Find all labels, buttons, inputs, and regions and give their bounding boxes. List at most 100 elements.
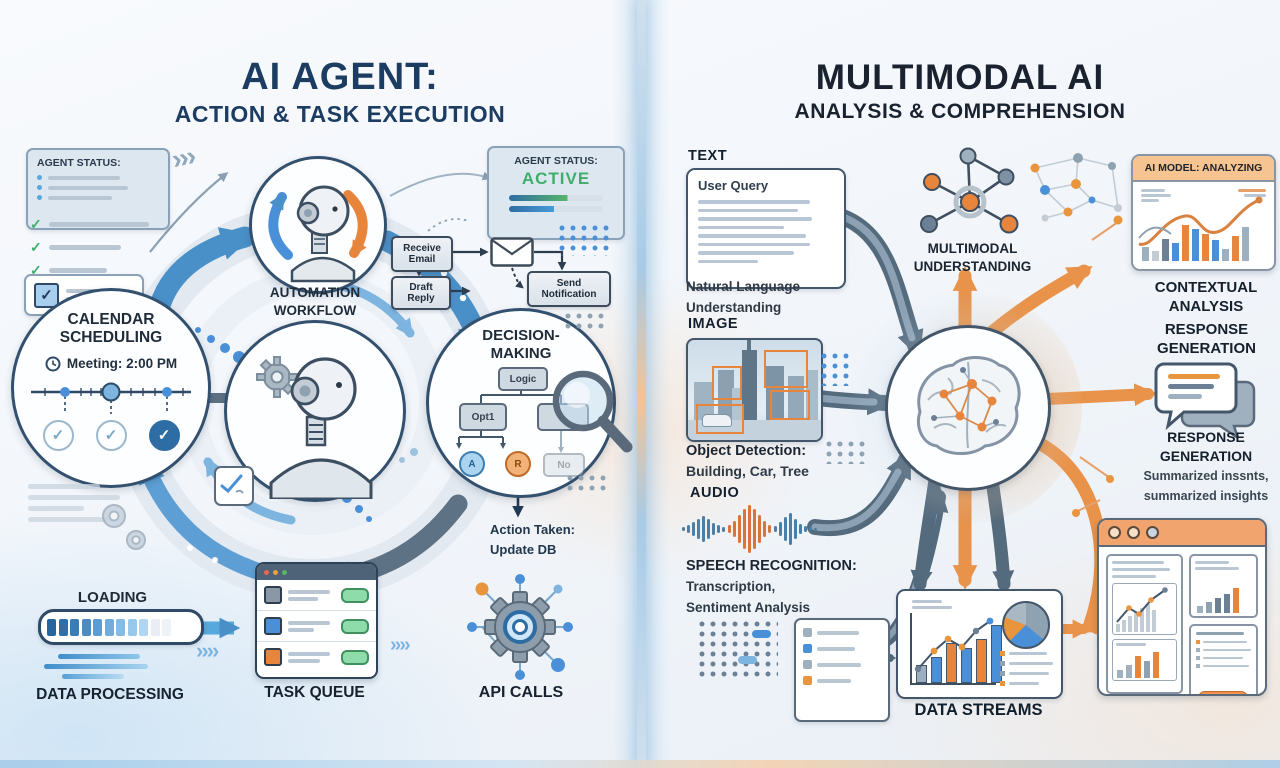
dot-grid	[564, 312, 604, 332]
decision-making-circle: DECISION- MAKING Logic Opt1 A R No	[426, 308, 633, 498]
dot-grid	[825, 440, 869, 464]
check-icon: ✓	[30, 216, 42, 232]
text-section-label: TEXT	[688, 148, 728, 164]
checked-checkbox-icon: ✓	[34, 282, 59, 308]
data-pill	[752, 630, 771, 638]
note-card-icon	[214, 466, 254, 506]
agent-hub-circle	[224, 320, 406, 502]
image-section-label: IMAGE	[688, 316, 739, 332]
bbox-building	[712, 366, 742, 400]
data-pill	[738, 656, 757, 664]
meeting-row: Meeting: 2:00 PM	[14, 356, 208, 372]
check-circle-icon: ✓	[95, 419, 127, 451]
task-status-square	[264, 617, 282, 635]
check-row: ✓	[30, 216, 170, 233]
reject-node: R	[505, 451, 531, 477]
chevrons-processing: ››››	[196, 638, 219, 663]
city-image-card	[686, 338, 823, 442]
status-progress-bar	[509, 195, 603, 201]
panel-divider	[637, 0, 646, 768]
user-query-card: User Query	[686, 168, 846, 289]
bbox-car	[696, 404, 744, 434]
draft-reply-box: Draft Reply	[391, 276, 451, 310]
right-title: MULTIMODAL AI ANALYSIS & COMPREHENSION	[760, 58, 1160, 124]
clock-icon	[45, 356, 61, 372]
check-row: ✓	[30, 262, 170, 279]
ds-text-lines	[1000, 651, 1053, 686]
automation-robot-icon	[268, 185, 368, 283]
calendar-checks: ✓ ✓ ✓	[14, 419, 208, 451]
window-dot	[1127, 526, 1140, 539]
calendar-title: CALENDAR SCHEDULING	[59, 311, 163, 347]
gear-decor-icon	[102, 504, 146, 550]
status-row	[37, 185, 159, 190]
mini-chart-card	[1189, 554, 1258, 618]
right-title-line1: MULTIMODAL AI	[815, 58, 1105, 97]
left-title-line2: ACTION & TASK EXECUTION	[174, 101, 506, 127]
contextual-analysis-label: CONTEXTUAL ANALYSIS	[1154, 279, 1258, 316]
dot-grid	[566, 474, 608, 492]
loading-label: LOADING	[77, 589, 148, 606]
automation-workflow-circle	[249, 156, 387, 294]
envelope-icon	[490, 237, 534, 267]
magnifier-icon	[552, 370, 633, 453]
check-icon: ✓	[30, 239, 42, 255]
check-icon: ✓	[30, 262, 42, 278]
data-streams-card	[896, 589, 1063, 699]
query-text-lines	[698, 200, 834, 263]
task-row	[257, 611, 376, 642]
window-dot-green	[282, 569, 287, 575]
audio-caption: SPEECH RECOGNITION: Transcription, Senti…	[686, 558, 857, 615]
task-done-pill	[341, 649, 369, 665]
bbox-building2	[764, 350, 808, 388]
summary-card	[1189, 624, 1258, 694]
dot-grid	[820, 352, 854, 386]
stream-checklist-card	[794, 618, 890, 722]
receive-email-box: Receive Email	[391, 236, 453, 272]
image-caption: Object Detection: Building, Car, Tree	[686, 443, 809, 479]
text-caption: Natural Language Understanding	[686, 279, 801, 315]
multimodal-hub-circle	[885, 325, 1051, 491]
bullet-icon	[37, 185, 42, 190]
check-circle-filled-icon: ✓	[148, 419, 180, 451]
faded-log-list	[28, 484, 120, 522]
decision-tree-lines	[456, 387, 564, 453]
ai-model-chart	[1133, 182, 1274, 267]
agent-status-active-label: AGENT STATUS:	[514, 155, 598, 167]
api-gear-icon	[467, 574, 573, 680]
ai-model-header: AI MODEL: ANALYZING	[1133, 156, 1274, 182]
no-box: No	[543, 453, 585, 477]
action-taken-label: Action Taken: Update DB	[490, 522, 575, 557]
calendar-scheduling-circle: CALENDAR SCHEDULING Meeting: 2:00 PM ✓ ✓…	[11, 288, 211, 488]
send-notification-box: Send Notification	[527, 271, 611, 307]
data-streams-label: DATA STREAMS	[914, 701, 1043, 719]
status-row	[37, 195, 159, 200]
hub-robot-icon	[256, 356, 373, 499]
loading-progress-bar	[38, 609, 204, 645]
status-row	[37, 175, 159, 180]
window-dot-yellow	[273, 569, 278, 575]
bullet-icon	[37, 175, 42, 180]
task-done-pill	[341, 618, 369, 634]
task-status-square	[264, 586, 282, 604]
user-query-title: User Query	[698, 178, 769, 193]
bullet-icon	[37, 195, 42, 200]
action-button-pill	[1198, 691, 1248, 694]
chevrons-queue: ››››	[390, 634, 411, 656]
check-row: ✓	[30, 239, 170, 256]
response-generation-heading: RESPONSE GENERATION	[1157, 321, 1256, 358]
window-titlebar	[1099, 520, 1265, 547]
meeting-time: Meeting: 2:00 PM	[66, 356, 178, 372]
task-queue-card	[255, 562, 378, 679]
audio-section-label: AUDIO	[690, 485, 740, 501]
left-title: AI AGENT: ACTION & TASK EXECUTION	[130, 56, 550, 128]
brain-icon	[916, 356, 1021, 455]
dot-grid	[698, 620, 778, 678]
audio-waveform-icon	[682, 505, 817, 553]
left-title-line1: AI AGENT:	[241, 56, 439, 98]
bbox-tree	[770, 390, 810, 420]
window-dot-red	[264, 569, 269, 575]
agent-status-active-value: ACTIVE	[521, 169, 591, 188]
response-generation-caption: RESPONSE GENERATION Summarized inssnts, …	[1143, 429, 1269, 503]
